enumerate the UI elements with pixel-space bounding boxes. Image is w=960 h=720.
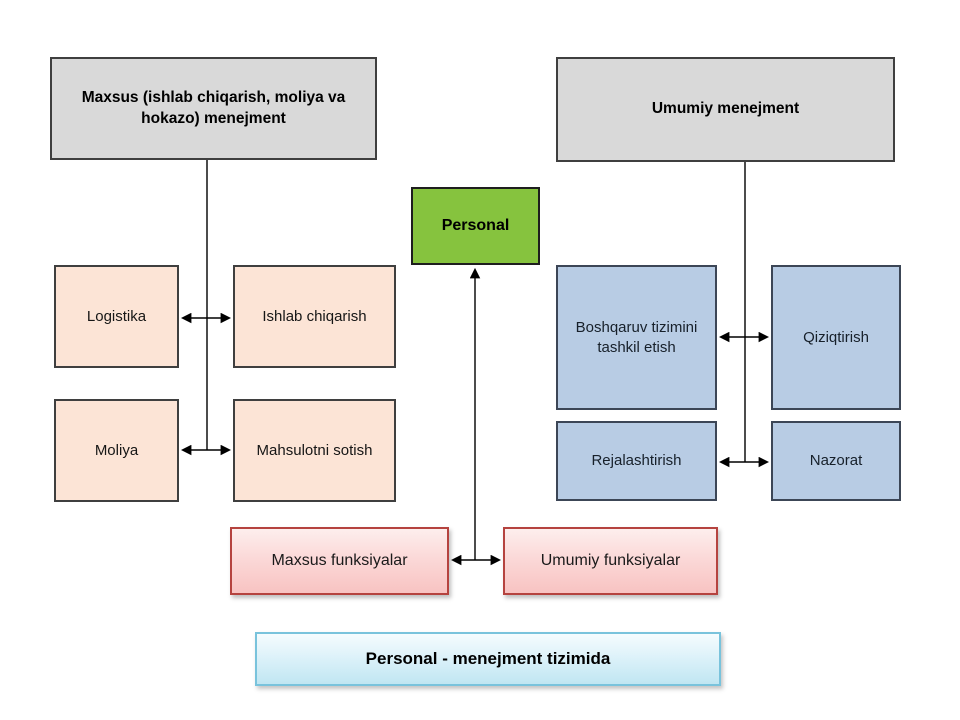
node-special-management: Maxsus (ishlab chiqarish, moliya va hoka… bbox=[50, 57, 377, 160]
node-control: Nazorat bbox=[771, 421, 901, 501]
node-general-functions: Umumiy funksiyalar bbox=[503, 527, 718, 595]
node-general-management: Umumiy menejment bbox=[556, 57, 895, 162]
node-product-sales: Mahsulotni sotish bbox=[233, 399, 396, 502]
node-motivation: Qiziqtirish bbox=[771, 265, 901, 410]
node-finance: Moliya bbox=[54, 399, 179, 502]
node-production: Ishlab chiqarish bbox=[233, 265, 396, 368]
diagram-caption: Personal - menejment tizimida bbox=[255, 632, 721, 686]
node-logistics: Logistika bbox=[54, 265, 179, 368]
node-management-system: Boshqaruv tizimini tashkil etish bbox=[556, 265, 717, 410]
node-special-functions: Maxsus funksiyalar bbox=[230, 527, 449, 595]
node-personal: Personal bbox=[411, 187, 540, 265]
node-planning: Rejalashtirish bbox=[556, 421, 717, 501]
